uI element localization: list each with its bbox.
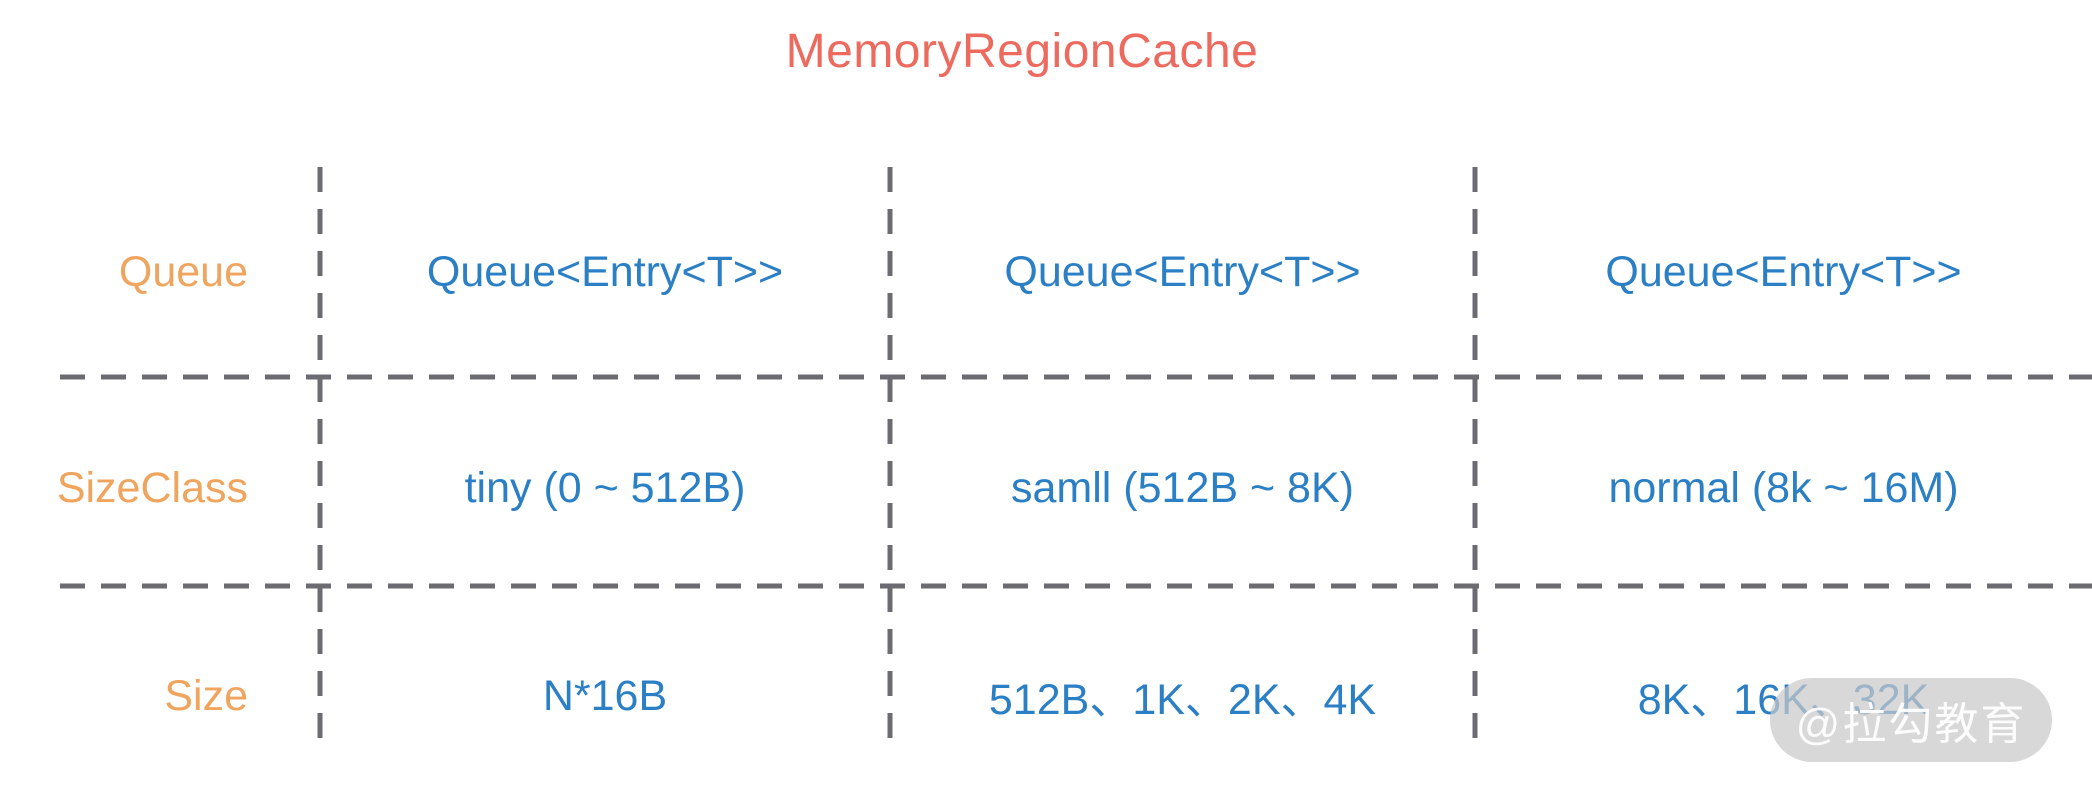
- queue-cell-tiny: Queue<Entry<T>>: [426, 247, 784, 296]
- size-cell-small: 512B、1K、2K、4K: [988, 676, 1377, 724]
- sizeclass-cell-normal: normal (8k ~ 16M): [1608, 464, 1959, 512]
- row-label-size: Size: [164, 671, 248, 720]
- queue-cell-small: Queue<Entry<T>>: [1004, 247, 1361, 296]
- sizeclass-cell-tiny: tiny (0 ~ 512B): [464, 464, 746, 512]
- watermark-badge: @拉勾教育: [1770, 678, 2052, 762]
- watermark-text: @拉勾教育: [1795, 700, 2027, 749]
- row-label-sizeclass: SizeClass: [56, 464, 248, 512]
- diagram-title: MemoryRegionCache: [785, 25, 1259, 78]
- size-cell-tiny: N*16B: [542, 671, 668, 720]
- queue-cell-normal: Queue<Entry<T>>: [1605, 247, 1962, 296]
- sizeclass-cell-small: samll (512B ~ 8K): [1011, 464, 1354, 512]
- row-label-queue: Queue: [118, 247, 248, 296]
